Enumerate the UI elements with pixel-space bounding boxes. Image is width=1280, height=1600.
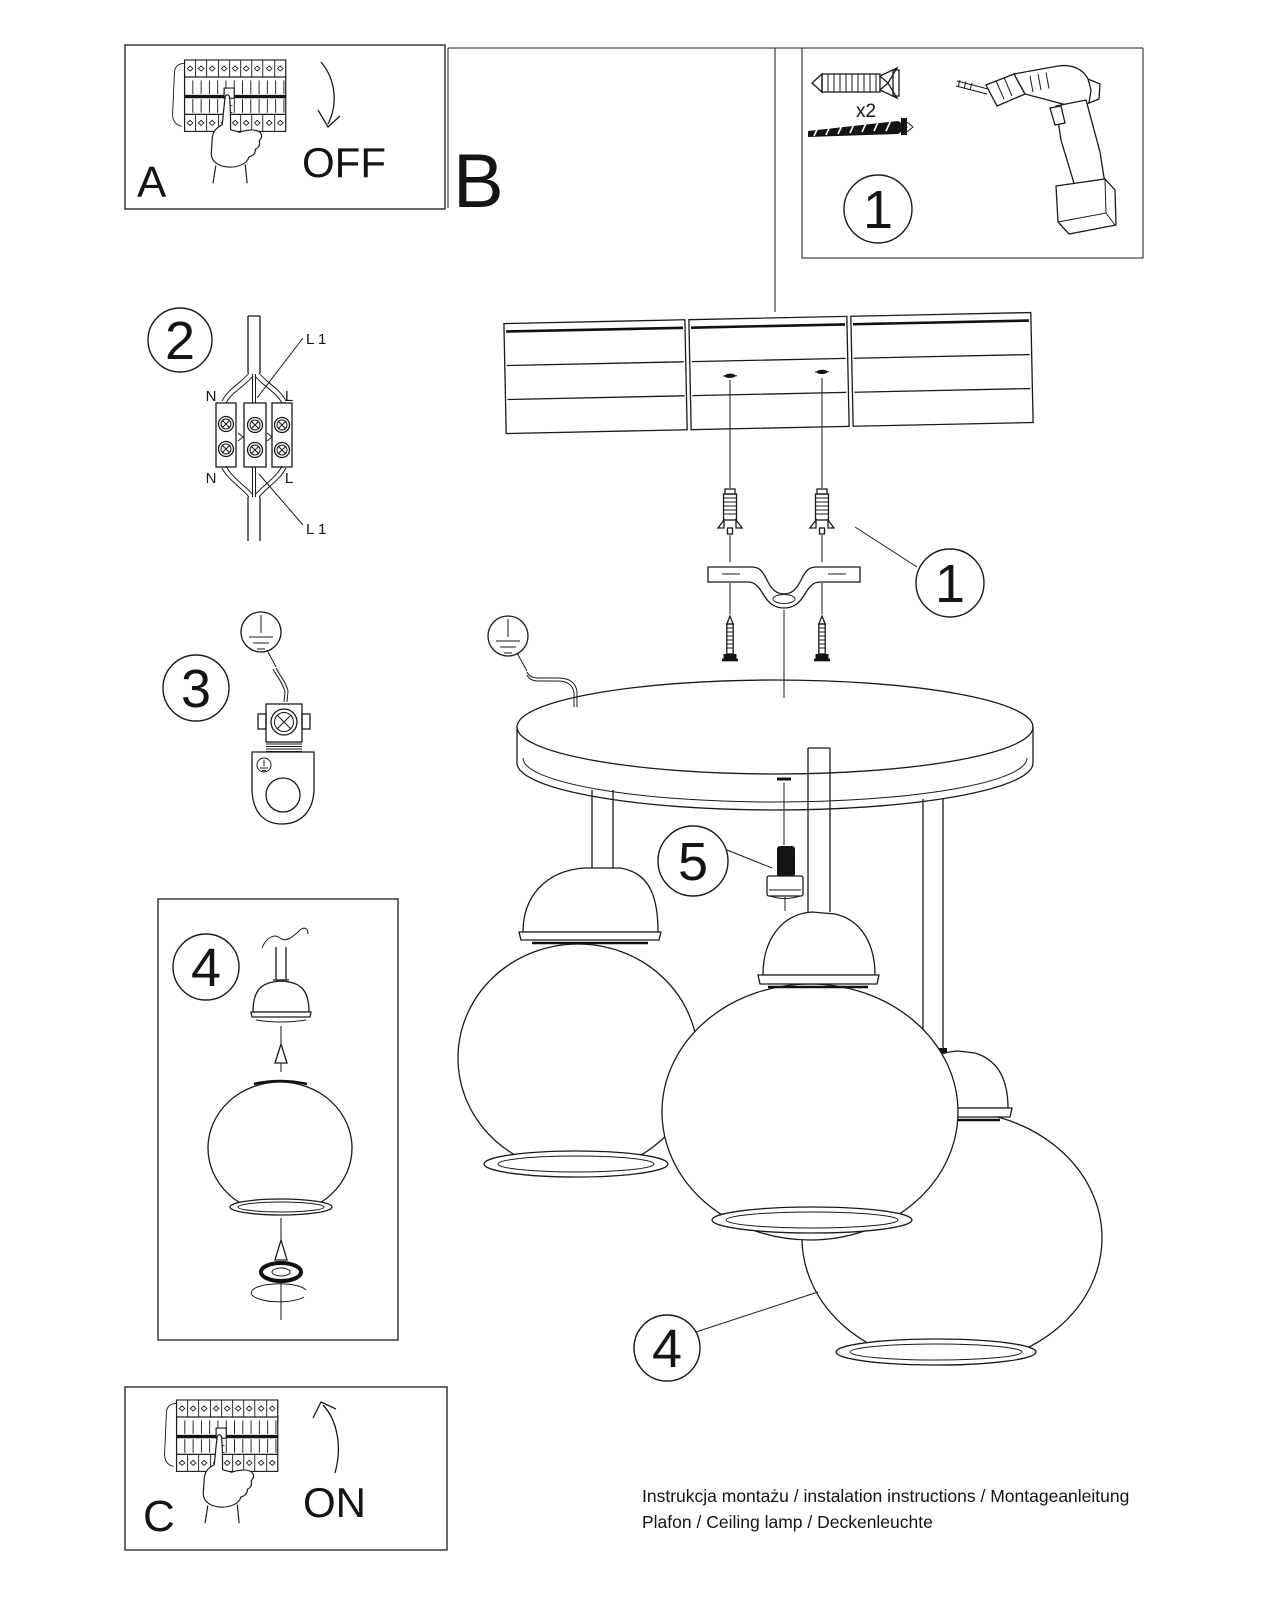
alignment-lines: [729, 535, 823, 562]
canopy-diagram: [516, 679, 1034, 811]
callout-5-leader: [726, 849, 773, 869]
footer-title-line: Instrukcja montażu / instalation instruc…: [642, 1486, 1129, 1506]
panel-letter-a: A: [137, 158, 167, 207]
quantity-label: x2: [856, 101, 876, 122]
on-label: ON: [303, 1479, 366, 1526]
mounting-bracket-diagram: [707, 566, 861, 609]
earth-symbol-icon: [487, 615, 529, 657]
left-lamp: [457, 867, 699, 1178]
wall-plug-icon: [809, 488, 835, 535]
arrow-down-icon: [317, 61, 341, 129]
earth-leader-line: [266, 649, 277, 668]
power-on-panel: ON C: [124, 1386, 448, 1551]
ground-wire: [526, 671, 578, 707]
alignment-lines: [729, 378, 823, 488]
callout-3-number: 3: [181, 659, 211, 719]
ground-clamp-diagram: [251, 703, 315, 825]
earth-leader-line: [516, 652, 528, 672]
tools-box: x2 1: [801, 48, 1144, 259]
earth-symbol-icon: [240, 611, 282, 653]
callout-4-leader: [695, 1291, 819, 1333]
callout-1-tools: [843, 174, 913, 244]
callout-1-tools-number: 1: [863, 180, 893, 240]
arrow-up-icon: [274, 1218, 288, 1261]
step-shade-box: 4: [157, 898, 399, 1341]
right-stem: [922, 799, 944, 1051]
callout-4-assembly: [633, 1314, 701, 1382]
power-off-panel-frame: [124, 44, 446, 210]
power-on-panel-frame: [124, 1386, 448, 1551]
cable-grip-part: [766, 777, 804, 911]
wall-plug-icon: [811, 66, 900, 100]
callout-5: [657, 825, 729, 897]
left-stem: [591, 790, 614, 868]
callout-3: [162, 654, 230, 722]
ceiling-planks: [503, 311, 1034, 435]
callout-5-number: 5: [678, 832, 708, 892]
label-n-bottom: N: [206, 470, 217, 487]
step-wiring: 2 N L L 1 N L L 1: [147, 307, 326, 541]
callout-1-leader: [854, 526, 918, 568]
rotate-arrow-icon: [250, 1283, 307, 1303]
section-b-label: B: [453, 139, 504, 224]
step-ground: 3: [162, 611, 315, 825]
screw-icon: [808, 117, 914, 137]
callout-1-assembly-number: 1: [935, 554, 965, 614]
label-l1-top: L 1: [306, 331, 326, 348]
arrow-up-icon: [274, 1026, 288, 1072]
right-stem-joint: [936, 1048, 947, 1053]
screw-icon: [812, 614, 832, 662]
label-l-top: L: [285, 388, 293, 405]
callout-2: [147, 307, 213, 373]
label-l1-bottom: L 1: [306, 521, 326, 538]
callout-1-assembly: [915, 548, 985, 618]
arrow-up-icon: [312, 1401, 339, 1474]
middle-lamp: [661, 911, 959, 1241]
ground-wire: [272, 667, 289, 703]
footer-product-line: Plafon / Ceiling lamp / Deckenleuchte: [642, 1512, 933, 1532]
main-assembly: 1: [457, 311, 1103, 1382]
glass-shade-diagram: [207, 1079, 353, 1216]
terminal-block-diagram: [215, 315, 304, 541]
ring-nut-diagram: [250, 1261, 307, 1320]
lamp-holder-diagram: [250, 927, 312, 1023]
screw-icon: [720, 614, 740, 662]
label-l-bottom: L: [285, 470, 293, 487]
drill-icon: [955, 64, 1117, 235]
label-n-top: N: [206, 388, 217, 405]
off-label: OFF: [302, 139, 386, 186]
callout-4-number: 4: [191, 938, 221, 998]
callout-2-number: 2: [165, 311, 195, 371]
footer: Instrukcja montażu / instalation instruc…: [642, 1486, 1129, 1532]
alignment-lines: [729, 583, 823, 614]
callout-4-assembly-number: 4: [652, 1319, 682, 1379]
wall-plug-icon: [717, 488, 743, 535]
section-b: B: [447, 47, 1143, 312]
callout-4: [172, 933, 240, 1001]
panel-letter-c: C: [143, 1492, 175, 1541]
middle-stem: [807, 747, 831, 912]
power-off-panel: OFF A: [124, 44, 446, 210]
